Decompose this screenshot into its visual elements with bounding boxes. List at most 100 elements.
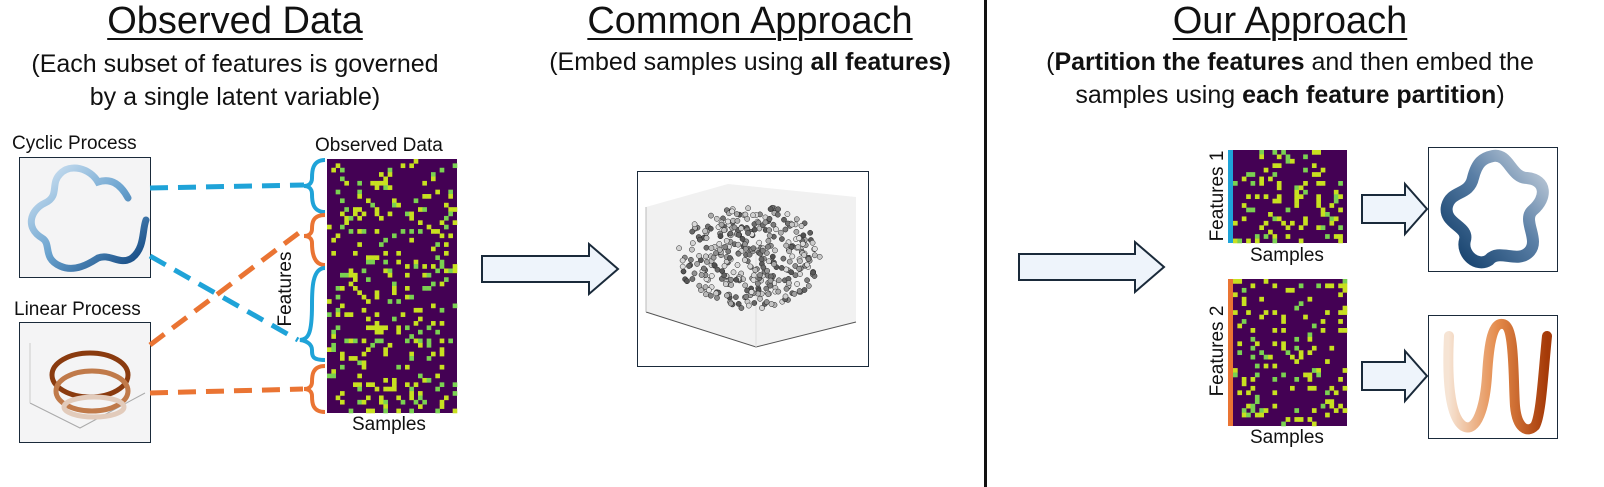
embedding-point	[751, 272, 757, 279]
embedding-point	[750, 212, 756, 219]
embedding-point	[789, 253, 796, 260]
heatmap-cell	[1276, 163, 1282, 169]
heatmap-cell	[353, 338, 358, 344]
embedding-point	[745, 302, 752, 309]
heatmap-cell	[1307, 372, 1313, 378]
heatmap-cell	[331, 373, 336, 379]
heatmap-cell	[392, 286, 397, 291]
right-block-arrow-icon	[1361, 181, 1429, 237]
heatmap-cell	[1338, 283, 1343, 289]
heatmap-cell	[413, 259, 419, 265]
heatmap-cell	[1272, 163, 1278, 169]
heatmap-cell	[1241, 301, 1247, 307]
heatmap-cell	[426, 338, 432, 344]
heatmap-cell	[409, 386, 414, 392]
heatmap-cell	[1285, 207, 1291, 213]
heatmap-cell	[327, 312, 332, 317]
heatmap-cell	[1272, 328, 1278, 333]
embedding-point	[728, 276, 734, 283]
heatmap-cell	[348, 272, 354, 278]
embedding-point	[770, 221, 777, 228]
heatmap-cell	[1311, 150, 1317, 155]
heatmap-cell	[418, 220, 423, 225]
embedding-point	[676, 245, 682, 252]
embedding-point	[727, 300, 734, 307]
heatmap-cell	[340, 351, 345, 357]
heatmap-cell	[435, 408, 440, 414]
heatmap-cell	[1303, 372, 1308, 378]
embedding-point	[799, 240, 806, 247]
heatmap-cell	[331, 369, 336, 374]
heatmap-cell	[348, 338, 354, 344]
heatmap-cell	[396, 329, 401, 335]
embedding-point	[727, 230, 734, 237]
embedding-point	[707, 225, 714, 232]
heatmap-cell	[418, 329, 423, 335]
heatmap-cell	[348, 356, 354, 361]
embedding-point	[811, 252, 818, 259]
heatmap-cell	[387, 167, 393, 173]
heatmap-cell	[1241, 412, 1247, 418]
embedding-point	[742, 241, 748, 248]
heatmap-cell	[335, 286, 341, 291]
embedding-point	[694, 261, 700, 267]
embedding-point	[771, 261, 777, 268]
heatmap-cell	[370, 259, 375, 265]
heatmap-cell	[1250, 181, 1256, 186]
heatmap-cell	[1285, 234, 1291, 239]
heatmap-cell	[426, 356, 432, 361]
heatmap-cell	[1254, 399, 1260, 405]
heatmap-cell	[392, 198, 397, 204]
heatmap-cell	[1241, 381, 1247, 387]
embedding-point	[718, 221, 725, 228]
heatmap-cell	[435, 242, 440, 247]
heatmap-cell	[340, 286, 345, 291]
heatmap-cell	[370, 202, 375, 208]
heatmap-cell	[374, 180, 380, 186]
heatmap-cell	[340, 356, 345, 361]
embedding-point	[775, 288, 782, 295]
embedding-point	[796, 288, 803, 294]
heatmap-cell	[1233, 238, 1238, 244]
embedding-point	[768, 301, 775, 307]
heatmap-cell	[400, 229, 406, 234]
heatmap-cell	[405, 338, 410, 344]
heatmap-cell	[1285, 417, 1291, 422]
embedding-point	[756, 239, 763, 246]
linear-embedding-icon	[1443, 318, 1552, 435]
heatmap-cell	[405, 382, 410, 388]
heatmap-cell	[1316, 172, 1321, 177]
heatmap-cell	[1250, 345, 1256, 351]
heatmap-cell	[366, 277, 371, 282]
heatmap-cell	[444, 277, 449, 282]
heatmap-cell	[418, 229, 423, 234]
heatmap-cell	[1254, 234, 1260, 239]
embedding-point	[810, 269, 816, 276]
heatmap-cell	[1325, 412, 1330, 418]
heatmap-cell	[1241, 203, 1247, 208]
heatmap-cell	[374, 229, 380, 234]
embedding-point	[784, 211, 791, 217]
heatmap-cell	[444, 395, 449, 401]
heatmap-cell	[1294, 189, 1300, 195]
heatmap-cell	[1311, 408, 1317, 413]
heatmap-cell	[387, 299, 393, 304]
heatmap-cell	[1272, 341, 1278, 347]
heatmap-cell	[366, 395, 371, 401]
heatmap-cell	[361, 360, 367, 366]
heatmap-cell	[340, 303, 345, 309]
embedding-point	[688, 256, 694, 263]
heatmap-cell	[1303, 167, 1308, 173]
heatmap-cell	[348, 229, 354, 234]
embedding-point	[743, 293, 750, 300]
heatmap-cell	[361, 399, 367, 405]
heatmap-cell	[357, 360, 362, 366]
embedding-point	[742, 282, 749, 289]
heatmap-cell	[392, 202, 397, 208]
heatmap-cell	[357, 399, 362, 405]
heatmap-cell	[1298, 283, 1304, 289]
heatmap-cell	[383, 250, 388, 256]
embedding-point	[727, 255, 733, 261]
embedding-point	[809, 239, 816, 246]
heatmap-cell	[1294, 203, 1300, 208]
